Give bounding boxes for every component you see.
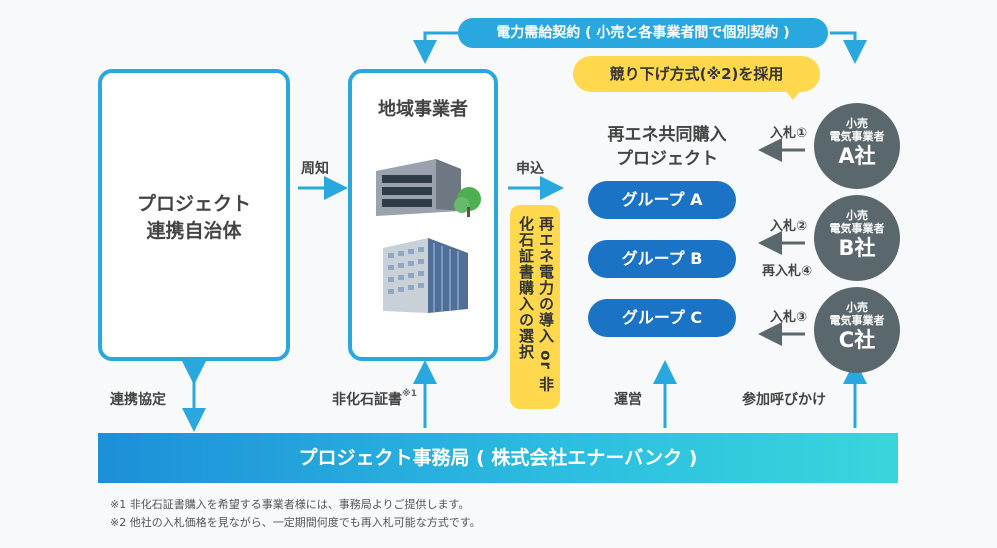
footnote-1: ※1 非化石証書購入を希望する事業者様には、事務局よりご提供します。 bbox=[110, 498, 470, 511]
project-title: 再エネ共同購入 プロジェクト bbox=[607, 125, 727, 169]
contract-pill: 電力需給契約 ( 小売と各事業者間で個別契約 ) bbox=[458, 18, 828, 48]
contract-arrow-right bbox=[830, 31, 867, 64]
retailer-c: 小売 電気事業者 C社 bbox=[814, 287, 900, 373]
regional-business-label: 地域事業者 bbox=[378, 99, 468, 120]
partnership-label: 連携協定 bbox=[110, 392, 166, 408]
group-c: グループ C bbox=[588, 299, 736, 337]
auction-method-label: 競り下げ方式(※2)を採用 bbox=[609, 65, 784, 83]
bid-a-label: 入札① bbox=[770, 126, 808, 141]
rebid-label: 再入札④ bbox=[762, 264, 813, 279]
group-b: グループ B bbox=[588, 240, 736, 278]
retailer-c-name: C社 bbox=[838, 328, 876, 352]
operation-label: 運営 bbox=[614, 392, 642, 408]
bid-c-label: 入札③ bbox=[770, 310, 808, 325]
municipality-box: プロジェクト 連携自治体 bbox=[98, 69, 290, 361]
auction-method-badge: 競り下げ方式(※2)を採用 bbox=[573, 56, 820, 92]
municipality-label: プロジェクト 連携自治体 bbox=[136, 193, 251, 242]
selection-note bbox=[510, 205, 560, 409]
certificate-label: 非化石証書※1 bbox=[332, 389, 417, 409]
auction-method-pointer bbox=[785, 90, 801, 100]
contract-arrow-left bbox=[413, 31, 470, 64]
project-office-label: プロジェクト事務局 ( 株式会社エナーバンク ) bbox=[298, 447, 698, 469]
contract-label: 電力需給契約 ( 小売と各事業者間で個別契約 ) bbox=[496, 25, 790, 41]
group-a: グループ A bbox=[588, 181, 736, 219]
bid-b-label: 入札② bbox=[770, 219, 808, 234]
office-building-icon bbox=[376, 159, 481, 217]
retailer-a-type: 小売 電気事業者 bbox=[829, 117, 885, 143]
project-office-bar: プロジェクト事務局 ( 株式会社エナーバンク ) bbox=[98, 433, 898, 483]
selection-note-text: 再エネ電力の導入 or 非化石証書購入の選択 bbox=[517, 216, 555, 393]
retailer-a: 小売 電気事業者 A社 bbox=[814, 103, 900, 189]
tower-building-icon bbox=[383, 238, 468, 313]
call-label: 参加呼びかけ bbox=[742, 392, 826, 408]
retailer-a-name: A社 bbox=[838, 144, 876, 168]
footnote-2: ※2 他社の入札価格を見ながら、一定期間何度でも再入札可能な方式です。 bbox=[110, 516, 481, 529]
notify-label: 周知 bbox=[301, 161, 329, 177]
certificate-text: 非化石証書 bbox=[332, 392, 402, 408]
retailer-b-type: 小売 電気事業者 bbox=[829, 209, 885, 235]
apply-label: 申込 bbox=[516, 161, 544, 177]
certificate-mark: ※1 bbox=[402, 389, 418, 399]
regional-business-box: 地域事業者 bbox=[348, 69, 498, 361]
retailer-b: 小売 電気事業者 B社 bbox=[814, 195, 900, 281]
retailer-b-name: B社 bbox=[838, 236, 876, 260]
retailer-c-type: 小売 電気事業者 bbox=[829, 301, 885, 327]
